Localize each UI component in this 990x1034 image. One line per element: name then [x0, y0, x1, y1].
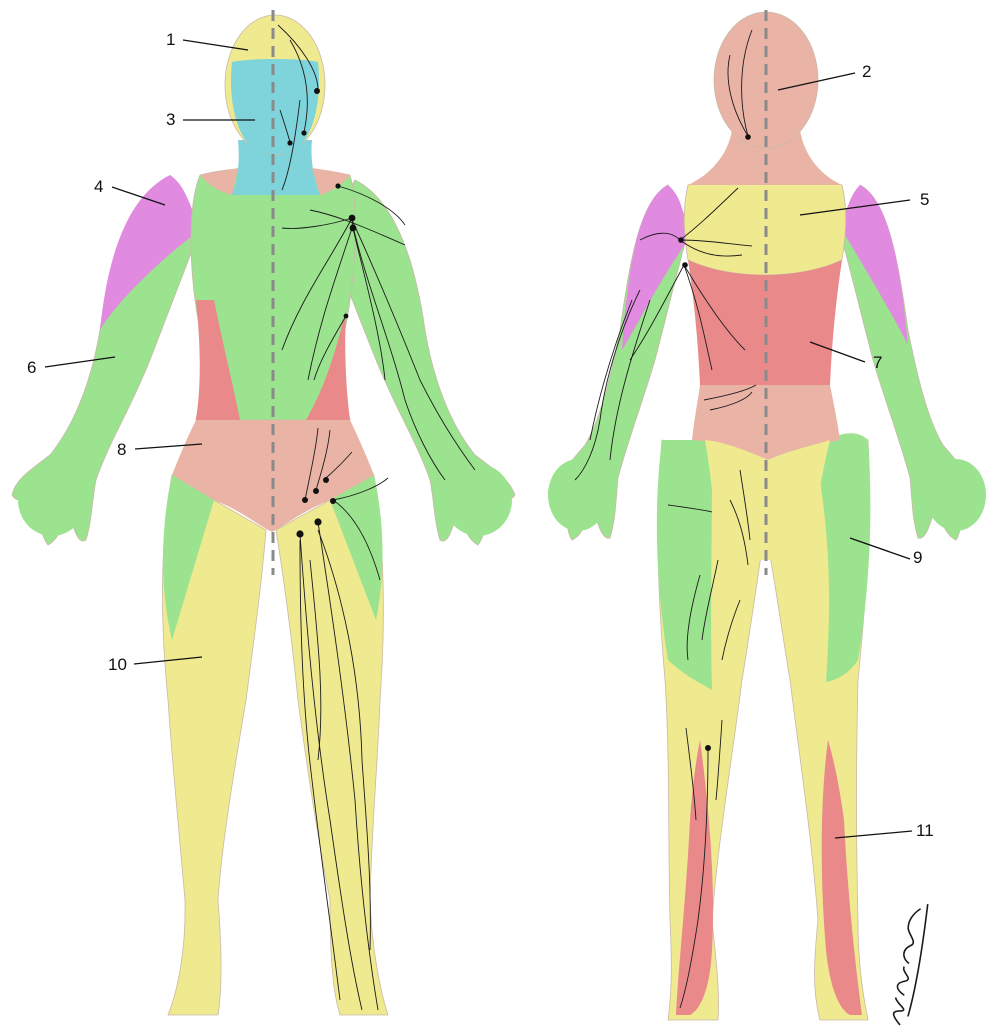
front-left-hand: [18, 464, 86, 536]
label-10: 10: [108, 655, 127, 674]
label-4: 4: [94, 177, 103, 196]
label-11: 11: [916, 821, 934, 840]
back-right-hand: [926, 459, 986, 531]
label-8: 8: [117, 440, 126, 459]
label-2: 2: [862, 62, 871, 81]
front-right-hand: [444, 464, 512, 536]
back-left-hand: [548, 459, 608, 531]
label-5: 5: [920, 190, 929, 209]
label-7: 7: [873, 353, 882, 372]
label-6: 6: [27, 358, 36, 377]
label-1: 1: [166, 30, 175, 49]
front-view-body: [12, 15, 515, 1015]
label-9: 9: [913, 548, 922, 567]
label-3: 3: [166, 110, 175, 129]
artist-signature: [888, 901, 933, 1026]
